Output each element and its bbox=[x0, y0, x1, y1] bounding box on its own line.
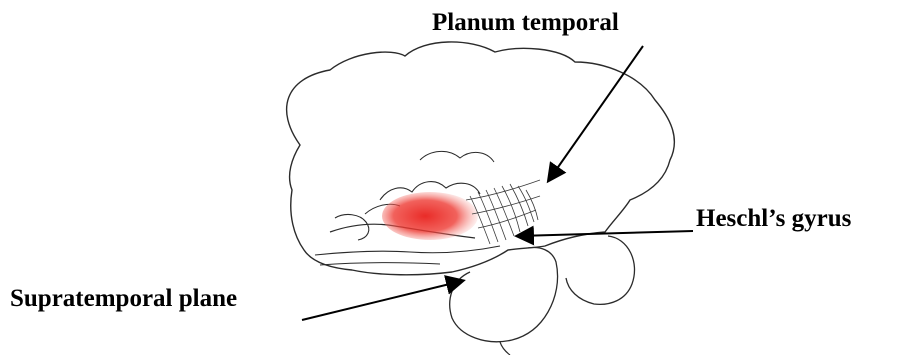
brainstem-base bbox=[500, 342, 510, 355]
supratemporal-plane-label: Supratemporal plane bbox=[10, 286, 237, 311]
planum-temporale-highlight bbox=[382, 192, 478, 240]
frontal-gyri-2 bbox=[420, 151, 494, 162]
cerebellum-outline bbox=[566, 236, 635, 304]
supratemporal-plane-arrow bbox=[302, 281, 462, 320]
temporal-lobe-line-1 bbox=[315, 246, 500, 255]
cerebrum-outline bbox=[287, 42, 675, 275]
heschls-gyrus-label: Heschl’s gyrus bbox=[696, 206, 851, 231]
temporal-lobe-line-2 bbox=[320, 263, 440, 265]
planum-temporal-label: Planum temporal bbox=[432, 10, 619, 35]
superior-temporal-gyrus bbox=[335, 215, 369, 240]
planum-temporal-arrow bbox=[549, 46, 643, 180]
brainstem-outline bbox=[450, 248, 558, 342]
